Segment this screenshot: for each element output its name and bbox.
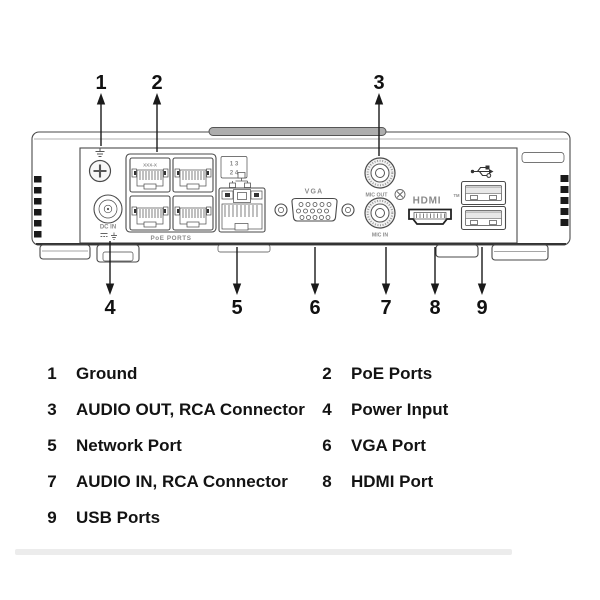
rear-panel-diagram: DC IN XXX-X PoE PORTS 1 3 2 4 VGA — [31, 72, 571, 319]
power-input-connector: DC IN — [93, 194, 123, 240]
legend-item-number: 4 — [322, 400, 332, 419]
callout-number: 4 — [104, 297, 116, 319]
callout-1: 1 — [95, 72, 107, 146]
legend: 1 Ground 2 PoE Ports 3 AUDIO OUT, RCA Co… — [0, 356, 600, 536]
poe-ports-label: PoE PORTS — [150, 235, 191, 242]
ground-icon — [95, 147, 105, 157]
callout-5: 5 — [231, 247, 243, 319]
callout-number: 3 — [373, 72, 384, 94]
callout-7: 7 — [380, 247, 392, 319]
legend-item-label: AUDIO IN, RCA Connector — [76, 472, 288, 491]
pin-map-row2: 2 4 — [230, 169, 239, 176]
callout-2: 2 — [151, 72, 163, 152]
callout-6: 6 — [309, 247, 321, 319]
legend-item-number: 3 — [47, 400, 57, 419]
legend-item-number: 2 — [322, 364, 332, 383]
vga-port: VGA — [274, 189, 355, 222]
callout-arrowhead — [310, 283, 320, 295]
network-port — [218, 172, 266, 233]
legend-item-label: VGA Port — [351, 436, 426, 455]
callout-number: 2 — [151, 72, 162, 94]
callout-arrowhead — [152, 93, 162, 105]
callout-4: 4 — [104, 241, 116, 319]
legend-item-label: Network Port — [76, 436, 182, 455]
callout-arrowhead — [381, 283, 391, 295]
vga-label: VGA — [305, 189, 324, 196]
legend-item-number: 1 — [47, 364, 57, 383]
legend-item-number: 9 — [47, 508, 57, 527]
legend-item-number: 5 — [47, 436, 57, 455]
poe-port — [129, 195, 171, 231]
legend-empty-cell — [338, 500, 600, 536]
hdmi-logo: HDMI — [413, 196, 442, 207]
poe-ports-section: XXX-X PoE PORTS — [125, 153, 217, 242]
audio-in-label: MIC IN — [372, 233, 388, 239]
audio-out-rca: MIC OUT — [364, 157, 406, 200]
legend-item-label: PoE Ports — [351, 364, 433, 383]
callout-number: 9 — [476, 297, 487, 319]
poe-port — [172, 195, 214, 231]
usb-icon — [470, 165, 494, 178]
legend-item-label: Ground — [76, 364, 138, 383]
callout-arrowhead — [477, 283, 487, 295]
callout-number: 6 — [309, 297, 320, 319]
audio-in-rca: MIC IN — [364, 197, 396, 239]
feet — [39, 244, 549, 263]
legend-item-label: USB Ports — [76, 508, 161, 527]
legend-item-label: HDMI Port — [351, 472, 434, 491]
ground-screw — [88, 147, 112, 183]
callout-arrowhead — [105, 283, 115, 295]
hdmi-tm: TM — [454, 193, 461, 198]
dc-symbol-icon — [100, 233, 108, 237]
legend-item-label: AUDIO OUT, RCA Connector — [76, 400, 305, 419]
lan-icon — [229, 172, 251, 188]
top-handle — [208, 127, 387, 136]
legend-item-label: Power Input — [351, 400, 449, 419]
poe-port — [172, 157, 214, 193]
callout-arrowhead — [96, 93, 106, 105]
pin-map-row1: 1 3 — [230, 161, 239, 168]
dc-in-label: DC IN — [100, 225, 116, 231]
vent-slots-left — [34, 176, 42, 238]
callout-3: 3 — [373, 72, 385, 156]
hdmi-port: HDMI TM — [408, 193, 461, 225]
callout-arrowhead — [430, 283, 440, 295]
callout-number: 5 — [231, 297, 242, 319]
legend-item-number: 8 — [322, 472, 332, 491]
callout-8: 8 — [429, 247, 441, 319]
poe-port-tag: XXX-X — [143, 163, 158, 168]
callout-arrowhead — [232, 283, 242, 295]
usb-ports — [460, 165, 507, 231]
legend-item-number: 6 — [322, 436, 332, 455]
earth-symbol-icon — [111, 232, 117, 240]
audio-out-label: MIC OUT — [366, 193, 389, 199]
callout-9: 9 — [476, 247, 488, 319]
callout-number: 7 — [380, 297, 391, 319]
callout-arrowhead — [374, 93, 384, 105]
legend-item-number: 7 — [47, 472, 57, 491]
divider-bar — [15, 549, 512, 555]
vent-slots-right — [560, 175, 569, 226]
vga-pin-holes — [296, 202, 332, 220]
callout-number: 1 — [95, 72, 106, 94]
legend-empty-cell — [316, 500, 338, 536]
callout-number: 8 — [429, 297, 440, 319]
